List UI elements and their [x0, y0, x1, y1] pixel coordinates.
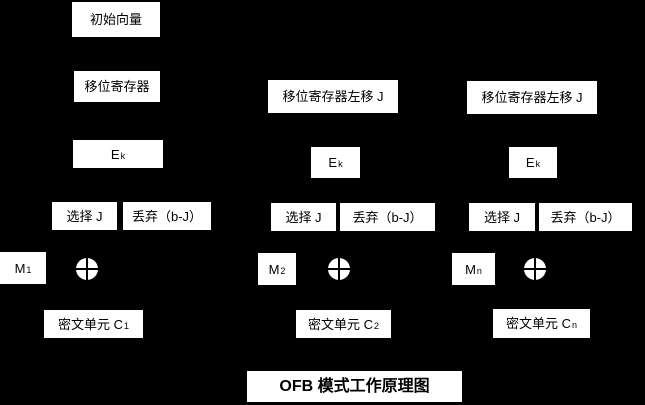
select-j-box-2: 选择 J — [271, 203, 336, 231]
message-label-3-sub: n — [476, 265, 482, 276]
message-label-3: M — [465, 261, 476, 277]
ciphertext-label-1: 密文单元 C — [57, 316, 123, 332]
message-label-1: M — [14, 260, 26, 276]
shift-register-box-1: 移位寄存器 — [74, 71, 160, 102]
shift-register-label-2: 移位寄存器左移 J — [282, 89, 384, 104]
ciphertext-label-3-sub: n — [572, 320, 578, 330]
message-label-2: M — [268, 261, 280, 277]
diagram-title: OFB 模式工作原理图 — [247, 371, 462, 402]
discard-label-2: 丢弃（b-J） — [352, 209, 423, 225]
select-j-box-1: 选择 J — [52, 202, 117, 230]
encrypt-label-3: E — [525, 155, 535, 170]
select-j-box-3: 选择 J — [469, 203, 535, 231]
diagram-title-label: OFB 模式工作原理图 — [279, 377, 430, 395]
ciphertext-label-2: 密文单元 C — [307, 316, 373, 332]
encrypt-label-2: E — [328, 155, 338, 170]
ciphertext-label-2-sub: 2 — [374, 320, 380, 331]
ciphertext-label-1-sub: 1 — [124, 320, 130, 331]
shift-register-box-3: 移位寄存器左移 J — [467, 81, 597, 114]
initial-vector-box: 初始向量 — [72, 2, 160, 37]
discard-label-3: 丢弃（b-J） — [550, 209, 621, 225]
discard-box-3: 丢弃（b-J） — [539, 203, 632, 231]
initial-vector-label: 初始向量 — [89, 12, 142, 27]
select-j-label-2: 选择 J — [285, 209, 322, 225]
discard-box-2: 丢弃（b-J） — [340, 203, 435, 231]
xor-icon-2 — [328, 258, 350, 280]
select-j-label-1: 选择 J — [66, 208, 103, 224]
select-j-label-3: 选择 J — [483, 209, 521, 225]
discard-label-1: 丢弃（b-J） — [131, 208, 203, 224]
message-label-1-sub: 1 — [26, 264, 32, 275]
encrypt-label-1-sub: k — [120, 150, 126, 161]
xor-icon-1 — [76, 258, 98, 280]
shift-register-label-1: 移位寄存器 — [84, 79, 150, 94]
encrypt-label-1: E — [110, 146, 120, 162]
discard-box-1: 丢弃（b-J） — [123, 202, 211, 230]
shift-register-label-3: 移位寄存器左移 J — [481, 90, 583, 105]
message-label-2-sub: 2 — [280, 265, 286, 276]
ciphertext-label-3: 密文单元 C — [505, 316, 571, 331]
encrypt-label-3-sub: k — [535, 159, 541, 169]
xor-icon-3 — [524, 258, 546, 280]
shift-register-box-2: 移位寄存器左移 J — [268, 80, 398, 113]
encrypt-label-2-sub: k — [338, 159, 343, 169]
